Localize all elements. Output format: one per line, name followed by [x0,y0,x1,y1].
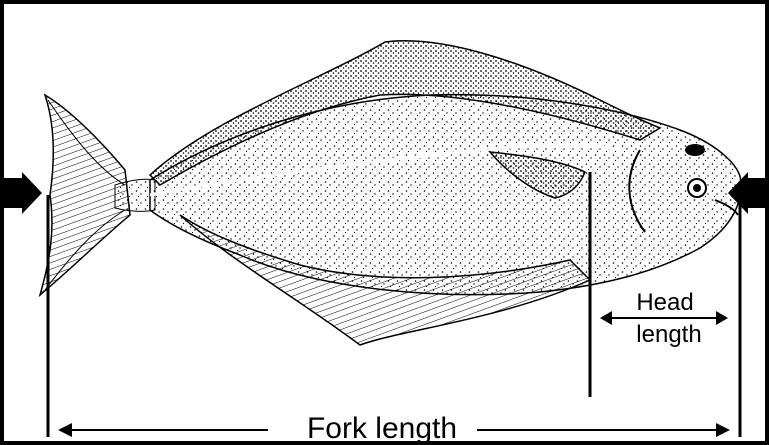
head-label-line2: length [636,321,701,348]
head-label-line1: Head [636,289,693,316]
upper-eye [685,144,705,156]
fork-length-label: Fork length [307,412,457,445]
